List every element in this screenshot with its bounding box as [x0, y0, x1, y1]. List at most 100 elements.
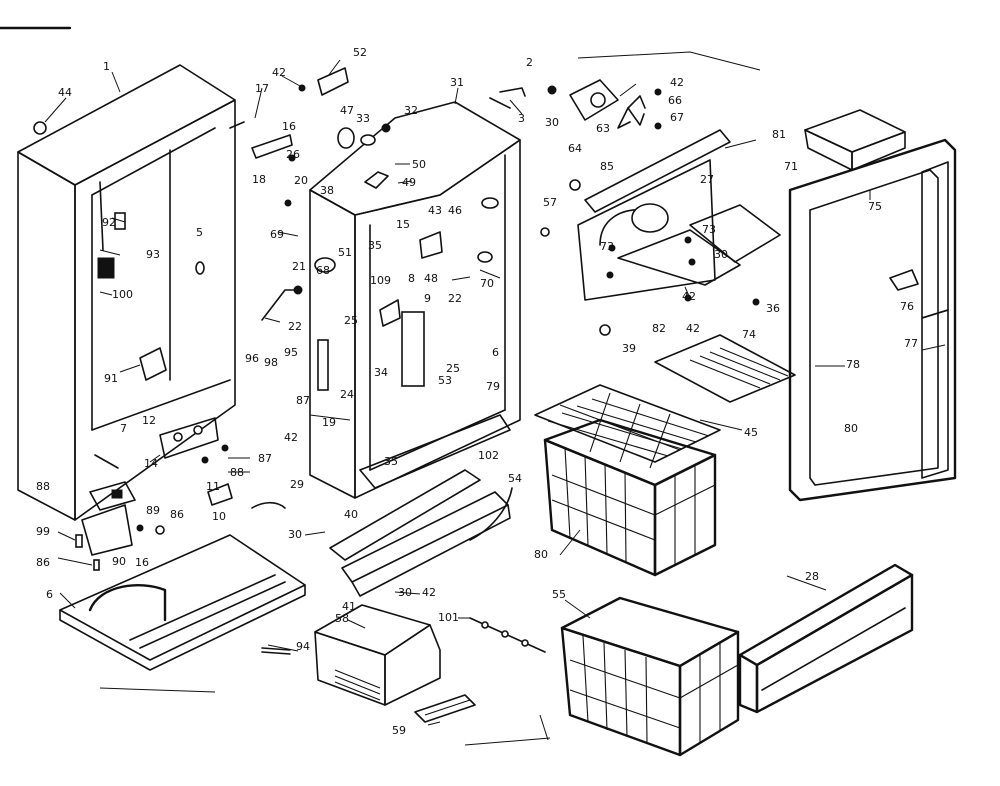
callout-20: 20 — [294, 174, 308, 187]
callout-64: 64 — [568, 142, 582, 155]
callout-73: 73 — [702, 223, 716, 236]
callout-48: 48 — [424, 272, 438, 285]
callout-numbers: 1 44 17 42 52 31 2 3 30 42 66 67 63 81 7… — [36, 46, 918, 737]
callout-63: 63 — [596, 122, 610, 135]
callout-89: 89 — [146, 504, 160, 517]
callout-22: 22 — [448, 292, 462, 305]
door-gasket — [788, 138, 957, 502]
fan-assembly — [547, 79, 662, 130]
bottom-sketch-line — [464, 737, 551, 746]
callout-27: 27 — [700, 173, 714, 186]
callout-30: 30 — [288, 528, 302, 541]
callout-30: 30 — [398, 586, 412, 599]
callout-87: 87 — [296, 394, 310, 407]
callout-75: 75 — [868, 200, 882, 213]
callout-15: 15 — [396, 218, 410, 231]
lower-basket — [560, 596, 740, 757]
callout-80: 80 — [844, 422, 858, 435]
callout-102: 102 — [478, 449, 499, 462]
callout-45: 45 — [744, 426, 758, 439]
callout-30: 30 — [714, 248, 728, 261]
callout-74: 74 — [742, 328, 756, 341]
callout-44: 44 — [58, 86, 72, 99]
kickplate — [738, 563, 914, 714]
leader-lines — [44, 59, 946, 726]
callout-24: 24 — [340, 388, 354, 401]
callout-88: 88 — [36, 480, 50, 493]
callout-6: 6 — [492, 346, 499, 359]
callout-53: 53 — [438, 374, 452, 387]
bottom-pan — [59, 534, 306, 671]
callout-94: 94 — [296, 640, 310, 653]
liner-top-parts — [229, 67, 526, 321]
callout-43: 43 — [428, 204, 442, 217]
callout-68: 68 — [316, 264, 330, 277]
callout-54: 54 — [508, 472, 522, 485]
callout-42: 42 — [422, 586, 436, 599]
callout-42: 42 — [670, 76, 684, 89]
callout-35: 35 — [368, 239, 382, 252]
callout-51: 51 — [338, 246, 352, 259]
callout-38: 38 — [320, 184, 334, 197]
callout-66: 66 — [668, 94, 682, 107]
callout-86: 86 — [36, 556, 50, 569]
callout-85: 85 — [600, 160, 614, 173]
callout-40: 40 — [344, 508, 358, 521]
callout-96: 96 — [245, 352, 259, 365]
bottom-sketch-line — [539, 714, 549, 741]
callout-55: 55 — [552, 588, 566, 601]
top-bracket — [804, 109, 906, 171]
callout-25: 25 — [446, 362, 460, 375]
outer-cabinet — [17, 64, 236, 521]
callout-11: 11 — [206, 480, 220, 493]
callout-109: 109 — [370, 274, 391, 287]
callout-6: 6 — [46, 588, 53, 601]
callout-2: 2 — [526, 56, 533, 69]
callout-36: 36 — [766, 302, 780, 315]
callout-33: 33 — [356, 112, 370, 125]
callout-86: 86 — [170, 508, 184, 521]
callout-88: 88 — [230, 466, 244, 479]
callout-77: 77 — [904, 337, 918, 350]
callout-79: 79 — [486, 380, 500, 393]
callout-28: 28 — [805, 570, 819, 583]
callout-10: 10 — [212, 510, 226, 523]
callout-58: 58 — [335, 612, 349, 625]
callout-9: 9 — [424, 292, 431, 305]
small-shelf — [599, 298, 796, 403]
callout-87: 87 — [258, 452, 272, 465]
callout-26: 26 — [286, 148, 300, 161]
callout-80: 80 — [534, 548, 548, 561]
callout-18: 18 — [252, 173, 266, 186]
bottom-sketch-line — [99, 687, 216, 693]
left-small-parts — [33, 121, 286, 535]
wire-shelf — [534, 384, 721, 469]
callout-52: 52 — [353, 46, 367, 59]
top-sketch-line — [577, 51, 761, 71]
upper-basket — [543, 418, 717, 577]
callout-93: 93 — [146, 248, 160, 261]
callout-101: 101 — [438, 611, 459, 624]
callout-25: 25 — [344, 314, 358, 327]
callout-57: 57 — [543, 196, 557, 209]
callout-46: 46 — [448, 204, 462, 217]
drain-trough — [329, 469, 513, 597]
callout-59: 59 — [392, 724, 406, 737]
callout-12: 12 — [142, 414, 156, 427]
callout-95: 95 — [284, 346, 298, 359]
callout-71: 71 — [784, 160, 798, 173]
grille-59 — [414, 694, 476, 723]
callout-7: 7 — [120, 422, 127, 435]
callout-35: 35 — [384, 455, 398, 468]
callout-70: 70 — [480, 277, 494, 290]
callout-81: 81 — [772, 128, 786, 141]
callout-42: 42 — [686, 322, 700, 335]
callout-67: 67 — [670, 111, 684, 124]
callout-19: 19 — [322, 416, 336, 429]
callout-5: 5 — [196, 226, 203, 239]
callout-31: 31 — [450, 76, 464, 89]
callout-42: 42 — [272, 66, 286, 79]
callout-42: 42 — [682, 290, 696, 303]
